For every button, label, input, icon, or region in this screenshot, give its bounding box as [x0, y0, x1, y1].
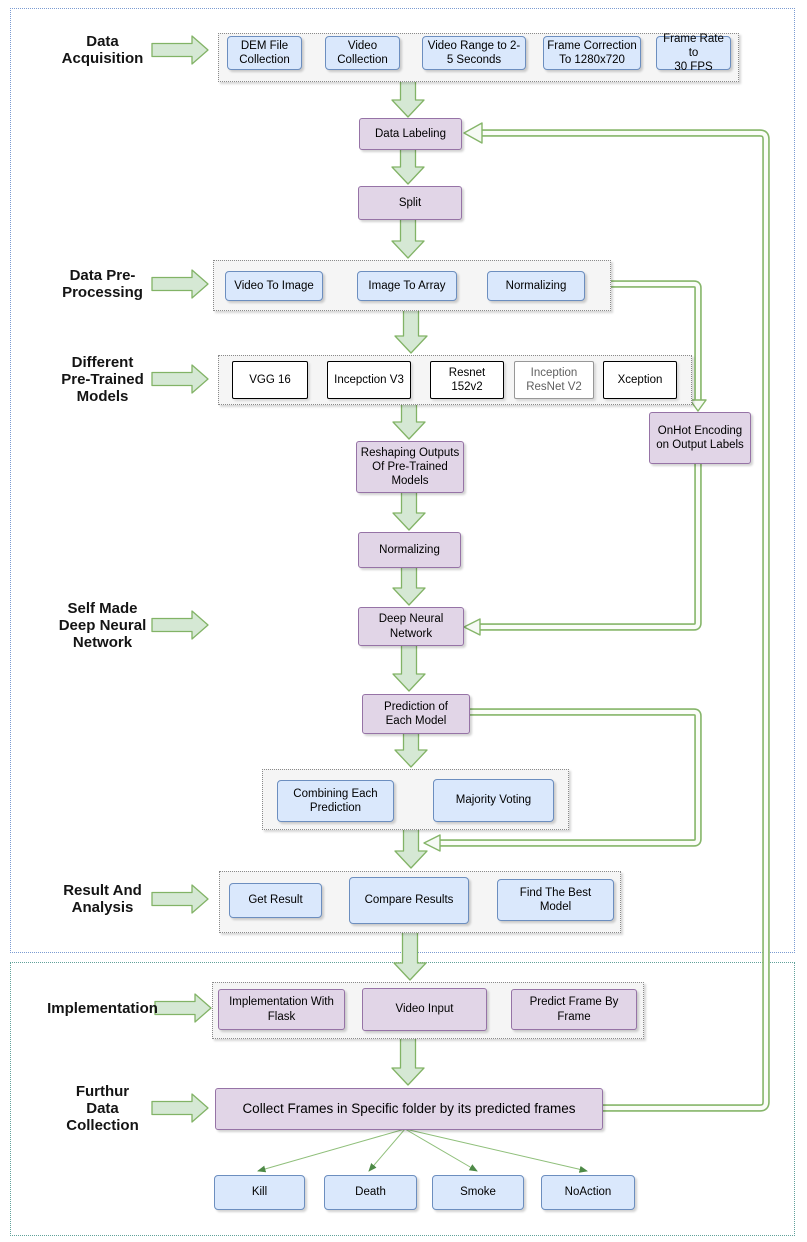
node-collect-frames: Collect Frames in Specific folder by its…: [215, 1088, 603, 1130]
node-implementation-flask: Implementation With Flask: [218, 989, 345, 1030]
node-inception-resnet-v2: Inception ResNet V2: [514, 361, 594, 399]
node-deep-neural-network: Deep Neural Network: [358, 607, 464, 646]
node-inception-v3: Incepction V3: [327, 361, 411, 399]
node-vgg16: VGG 16: [232, 361, 308, 399]
node-xception: Xception: [603, 361, 677, 399]
node-prediction-each-model: Prediction of Each Model: [362, 694, 470, 734]
section-label-result-analysis: Result And Analysis: [63, 882, 142, 916]
section-label-data-acquisition: Data Acquisition: [61, 33, 144, 67]
node-get-result: Get Result: [229, 883, 322, 918]
section-label-pretrained-models: Different Pre-Trained Models: [61, 353, 144, 405]
node-compare-results: Compare Results: [349, 877, 469, 924]
node-find-best-model: Find The Best Model: [497, 879, 614, 921]
node-normalizing-preprocess: Normalizing: [487, 271, 585, 301]
section-label-further-data-collection: Furthur Data Collection: [66, 1082, 139, 1134]
node-combining-prediction: Combining Each Prediction: [277, 780, 394, 822]
node-dem-file-collection: DEM File Collection: [227, 36, 302, 70]
node-class-smoke: Smoke: [432, 1175, 524, 1210]
node-class-kill: Kill: [214, 1175, 305, 1210]
node-video-input: Video Input: [362, 988, 487, 1031]
node-frame-correction: Frame Correction To 1280x720: [543, 36, 641, 70]
node-class-noaction: NoAction: [541, 1175, 635, 1210]
node-video-range: Video Range to 2- 5 Seconds: [422, 36, 526, 70]
node-majority-voting: Majority Voting: [433, 779, 554, 822]
node-reshaping-outputs: Reshaping Outputs Of Pre-Trained Models: [356, 441, 464, 493]
node-onehot-encoding: OnHot Encoding on Output Labels: [649, 412, 751, 464]
node-predict-frame-by-frame: Predict Frame By Frame: [511, 989, 637, 1030]
node-frame-rate: Frame Rate to 30 FPS: [656, 33, 731, 73]
node-normalizing-2: Normalizing: [358, 532, 461, 568]
node-resnet-152v2: Resnet 152v2: [430, 361, 504, 399]
section-label-data-pre-processing: Data Pre- Processing: [62, 267, 143, 301]
node-video-collection: Video Collection: [325, 36, 400, 70]
node-split: Split: [358, 186, 462, 220]
node-video-to-image: Video To Image: [225, 271, 323, 301]
node-image-to-array: Image To Array: [357, 271, 457, 301]
section-label-implementation: Implementation: [47, 999, 158, 1017]
section-label-self-made-dnn: Self Made Deep Neural Network: [58, 599, 147, 651]
node-class-death: Death: [324, 1175, 417, 1210]
node-data-labeling: Data Labeling: [359, 118, 462, 150]
